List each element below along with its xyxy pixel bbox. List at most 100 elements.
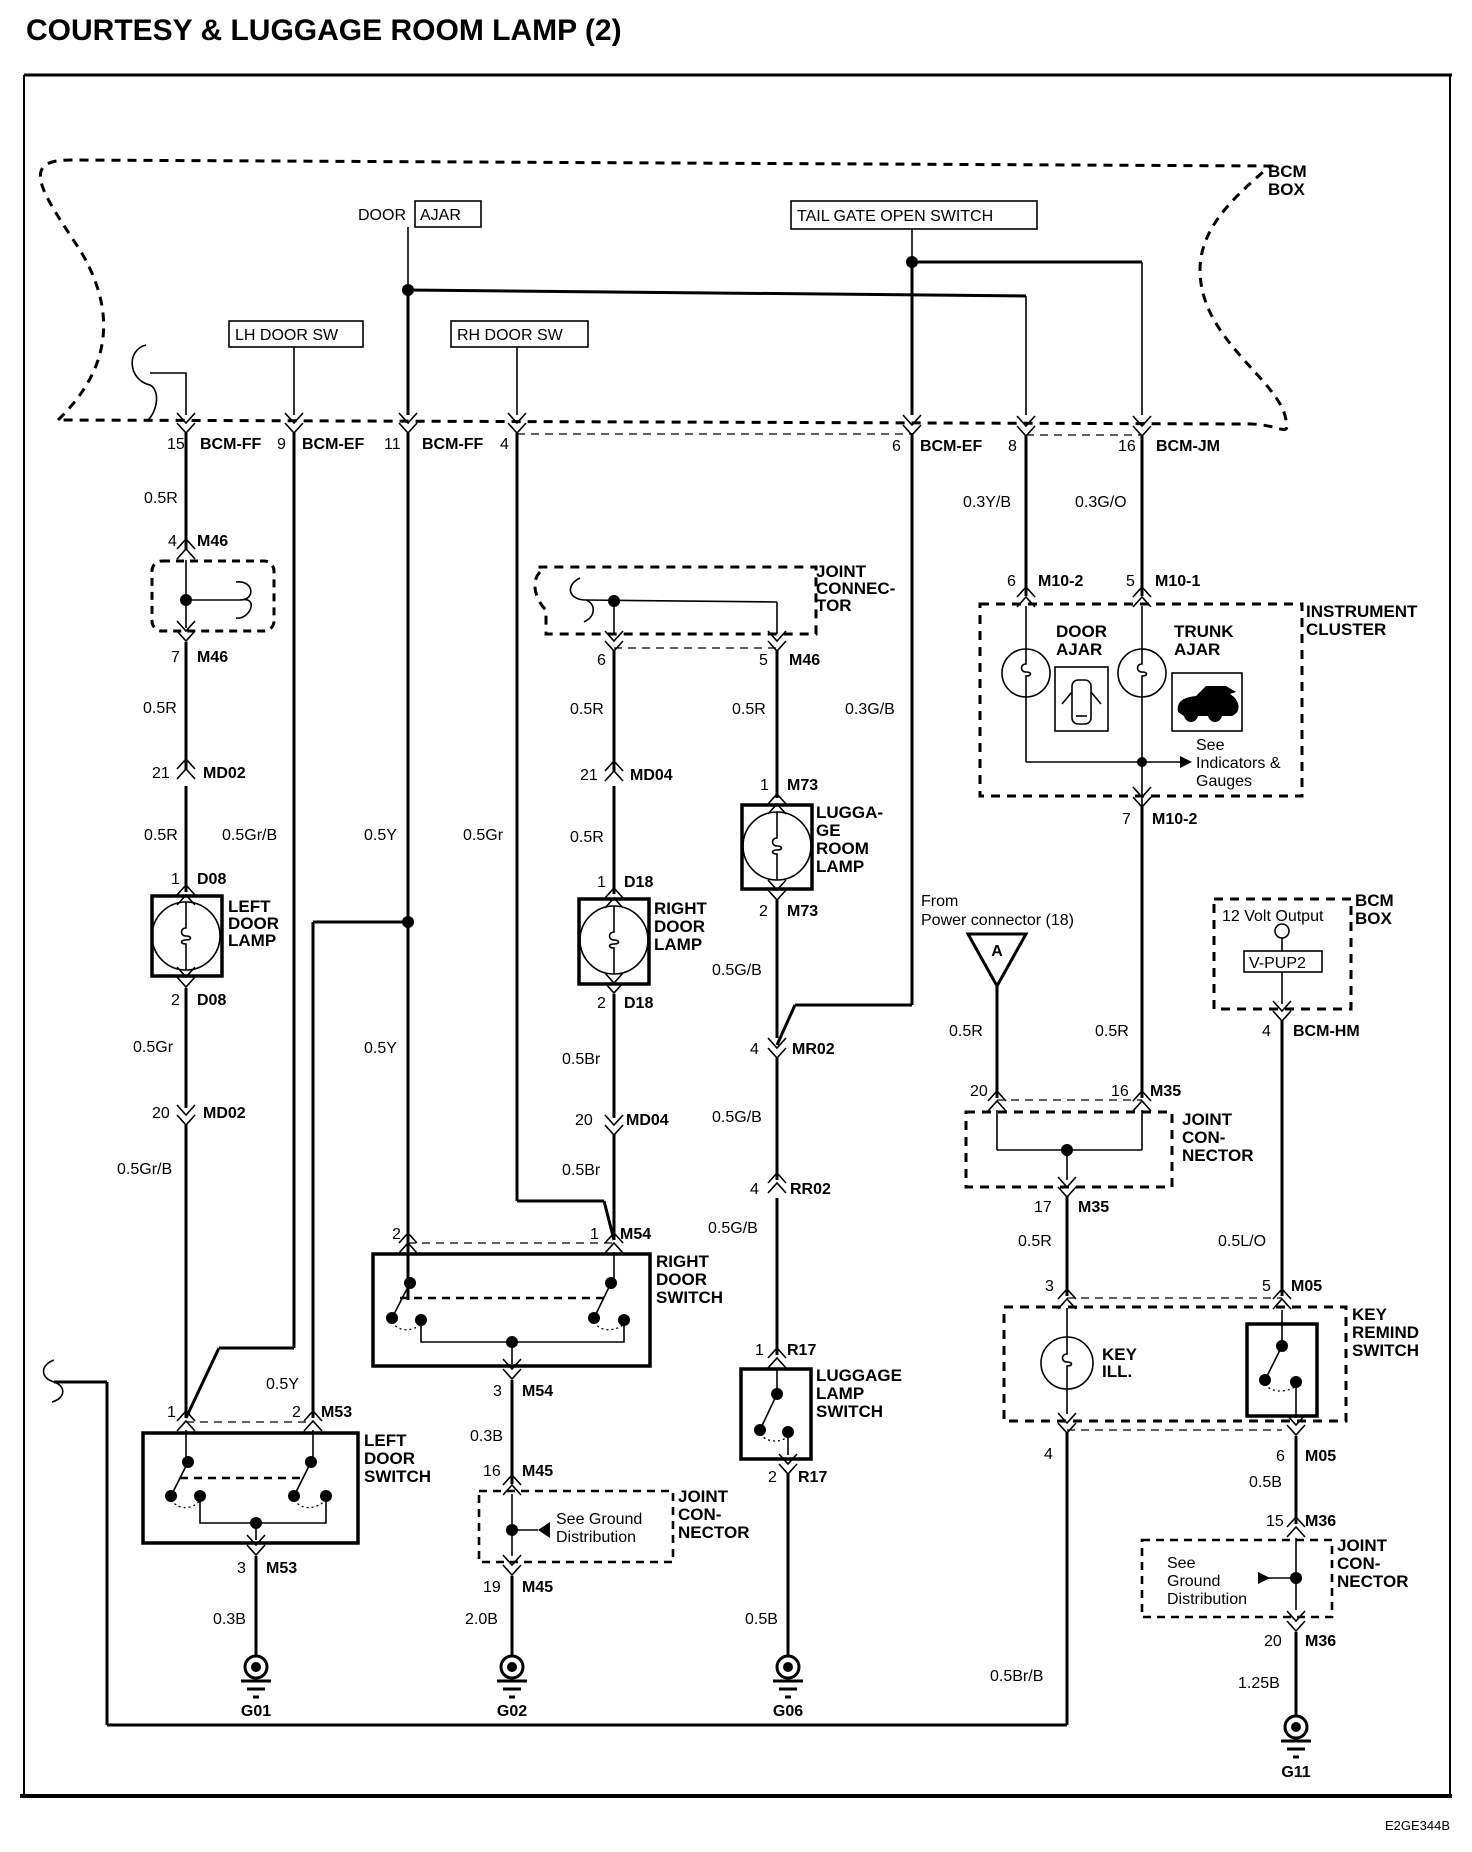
d08-conn-top: D08 xyxy=(197,871,226,888)
wire-0-5r-lug: 0.5R xyxy=(732,701,766,718)
tail-gate-label: TAIL GATE OPEN SWITCH xyxy=(797,208,993,225)
wire-0-5gr-b: 0.5Gr/B xyxy=(222,827,277,844)
right-door-lamp-label: RIGHT DOOR LAMP xyxy=(654,899,712,954)
r17-conn-top: R17 xyxy=(787,1342,816,1359)
m35-pin-16: 16 xyxy=(1111,1083,1129,1100)
conn-bcm-jm-16: BCM-JM xyxy=(1156,438,1220,455)
wire-0-5g-b-1: 0.5G/B xyxy=(712,962,762,979)
luggage-room-lamp-label: LUGGA- GE ROOM LAMP xyxy=(816,803,888,876)
wire-0-5br-b: 0.5Br/B xyxy=(990,1668,1043,1685)
m73-pin-2: 2 xyxy=(759,903,768,920)
d18-pin-1: 1 xyxy=(597,874,606,891)
m10-1-pin-5: 5 xyxy=(1126,573,1135,590)
wire-0-5r-1: 0.5R xyxy=(144,490,178,507)
m10-2-conn-bottom: M10-2 xyxy=(1152,811,1197,828)
page-title: COURTESY & LUGGAGE ROOM LAMP (2) xyxy=(26,14,622,47)
m73-conn-top: M73 xyxy=(787,777,818,794)
tail-gate-box xyxy=(790,200,1038,230)
m53-pin-1: 1 xyxy=(167,1404,176,1421)
door-ajar-indicator-label: DOOR AJAR xyxy=(1056,622,1112,659)
wire-0-5br-2: 0.5Br xyxy=(562,1162,601,1179)
wire-0-5b-g06: 0.5B xyxy=(745,1611,778,1628)
m36-conn-top: M36 xyxy=(1305,1513,1336,1530)
m45-conn-bottom: M45 xyxy=(522,1579,553,1596)
d18-conn-top: D18 xyxy=(624,874,653,891)
key-ill-label: KEY ILL. xyxy=(1102,1345,1141,1381)
pin-16: 16 xyxy=(1118,438,1136,455)
m46-conn-mid: M46 xyxy=(789,652,820,669)
rh-door-sw-label: RH DOOR SW xyxy=(457,327,564,344)
wire-0-5gr-2: 0.5Gr xyxy=(133,1039,174,1056)
wire-2-0b: 2.0B xyxy=(465,1611,498,1628)
from-power-note: From Power connector (18) xyxy=(921,893,1074,929)
m54-pin-1: 1 xyxy=(590,1226,599,1243)
wire-0-5b-m05: 0.5B xyxy=(1249,1474,1282,1491)
see-indicators-note: See Indicators & Gauges xyxy=(1196,737,1285,790)
ground-g06: G06 xyxy=(773,1703,803,1720)
m10-2-pin-6: 6 xyxy=(1007,573,1016,590)
wire-0-5br-1: 0.5Br xyxy=(562,1051,601,1068)
wire-0-3y-b: 0.3Y/B xyxy=(963,494,1011,511)
wire-0-3b-mid: 0.3B xyxy=(470,1428,503,1445)
m73-conn-bottom: M73 xyxy=(787,903,818,920)
bcm-internal-wiring xyxy=(131,227,1143,421)
rh-door-sw-box xyxy=(450,320,589,348)
instrument-cluster-label: INSTRUMENT CLUSTER xyxy=(1306,602,1422,639)
wire-0-5r-3: 0.5R xyxy=(144,827,178,844)
joint-connector-label: JOINT CONNEC- TOR xyxy=(816,562,900,615)
pin-6: 6 xyxy=(892,438,901,455)
diagram-frame xyxy=(20,73,1452,1798)
wire-0-5r-key-2: 0.5R xyxy=(1095,1023,1129,1040)
m46-pin-7: 7 xyxy=(171,649,180,666)
m45-conn-top: M45 xyxy=(522,1463,553,1480)
ground-g02: G02 xyxy=(497,1703,527,1720)
d08-pin-2: 2 xyxy=(171,992,180,1009)
joint-connector-m45-label: JOINT CON- NECTOR xyxy=(678,1487,749,1542)
pin-11: 11 xyxy=(384,436,401,453)
m36-pin-15: 15 xyxy=(1266,1513,1284,1530)
joint-connector-m36-label: JOINT CON- NECTOR xyxy=(1337,1536,1408,1591)
r17-pin-2: 2 xyxy=(768,1469,777,1486)
md04-conn-bottom: MD04 xyxy=(626,1112,669,1129)
bcm-hm-pin-4: 4 xyxy=(1262,1023,1271,1040)
d08-conn-bottom: D08 xyxy=(197,992,226,1009)
wire-0-5y-3: 0.5Y xyxy=(266,1376,299,1393)
trunk-ajar-indicator-label: TRUNK AJAR xyxy=(1174,622,1238,659)
door-ajar-prefix: DOOR xyxy=(358,207,406,224)
m35-conn-top: M35 xyxy=(1150,1083,1181,1100)
bcm-box-outline xyxy=(39,158,1289,431)
md02-pin-20: 20 xyxy=(152,1105,170,1122)
bcm-box-label: BCM xyxy=(1268,162,1307,181)
bcm-hm-conn: BCM-HM xyxy=(1293,1023,1360,1040)
lh-door-sw-box xyxy=(228,320,364,348)
wire-0-5l-o: 0.5L/O xyxy=(1218,1233,1266,1250)
pin-8: 8 xyxy=(1008,438,1017,455)
key-remind-switch-label: KEY REMIND SWITCH xyxy=(1352,1305,1424,1360)
m35-pin-20: 20 xyxy=(970,1083,988,1100)
wire-1-25b: 1.25B xyxy=(1238,1675,1280,1692)
m54-conn-top: M54 xyxy=(620,1226,651,1243)
md04-conn-top: MD04 xyxy=(630,767,673,784)
m35-pin-17: 17 xyxy=(1034,1199,1052,1216)
m45-pin-19: 19 xyxy=(483,1579,501,1596)
wire-0-5gr-b-2: 0.5Gr/B xyxy=(117,1161,172,1178)
m54-pin-3: 3 xyxy=(493,1383,502,1400)
d08-pin-1: 1 xyxy=(171,871,180,888)
wire-0-3g-b: 0.3G/B xyxy=(845,701,895,718)
wire-0-3b-g01: 0.3B xyxy=(213,1611,246,1628)
twelve-volt-output-label: 12 Volt Output xyxy=(1222,908,1324,925)
power-connector-a: A xyxy=(991,943,1003,960)
m46-pin-4: 4 xyxy=(168,533,177,550)
joint-connector-m35-label: JOINT CON- NECTOR xyxy=(1182,1110,1253,1165)
left-door-lamp-circuit xyxy=(141,433,414,1699)
m05-pin-5: 5 xyxy=(1262,1278,1271,1295)
wire-0-5r-key-1: 0.5R xyxy=(949,1023,983,1040)
wire-0-5y: 0.5Y xyxy=(364,827,397,844)
m53-conn-bottom: M53 xyxy=(266,1560,297,1577)
luggage-lamp-switch-label: LUGGAGE LAMP SWITCH xyxy=(816,1366,907,1421)
luggage-lamp-circuit xyxy=(739,433,914,1699)
right-door-lamp-circuit xyxy=(371,433,818,1699)
conn-bcm-ef-6: BCM-EF xyxy=(920,438,982,455)
m54-conn-bottom: M54 xyxy=(522,1383,553,1400)
